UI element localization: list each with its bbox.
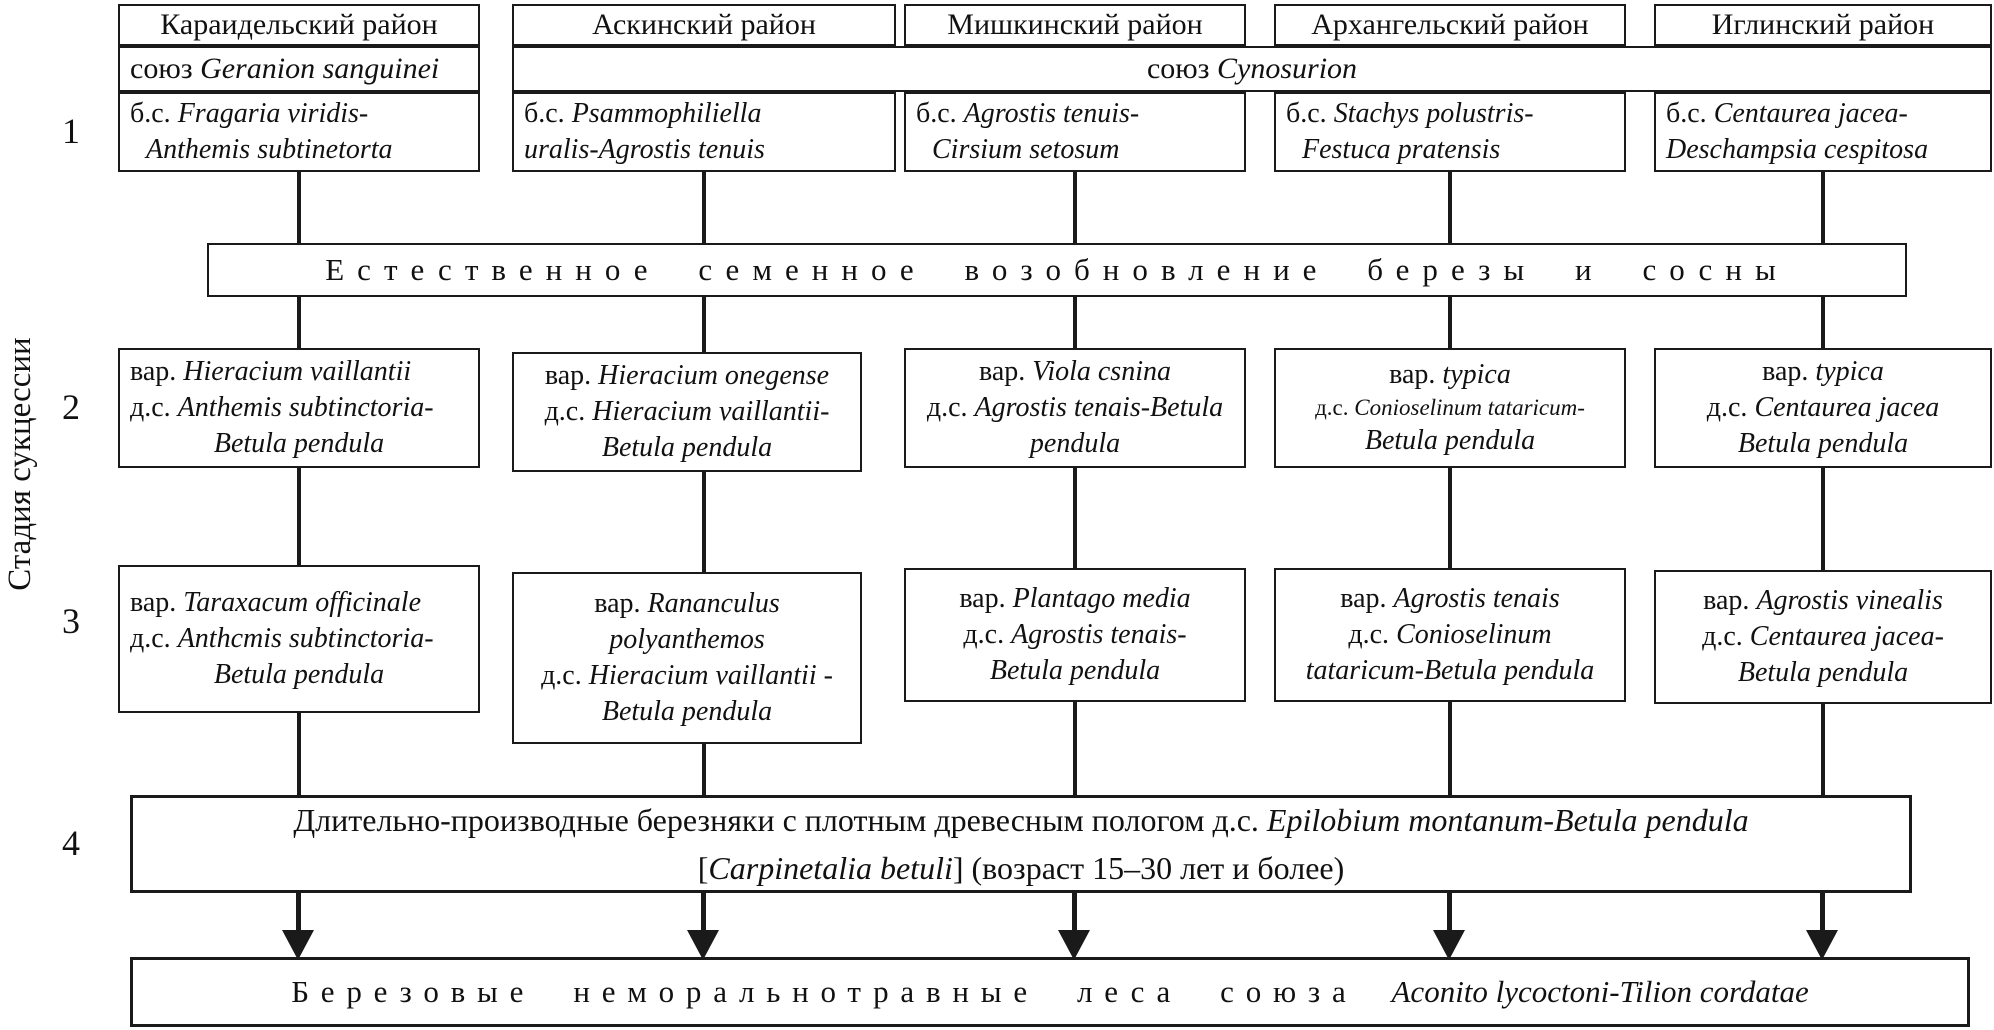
stage-number-2: 2: [62, 387, 80, 427]
stage1-box-5: б.с. Centaurea jacea- Deschampsia cespit…: [1654, 92, 1992, 172]
district-header-2: Аскинский район: [512, 4, 896, 46]
stage-number-1: 1: [62, 111, 80, 151]
stage1-box-1: б.с. Fragaria viridis- Anthemis subtinet…: [118, 92, 480, 172]
arrow-down-icon: [1058, 930, 1090, 960]
district-header-5: Иглинский район: [1654, 4, 1992, 46]
connector-line-1: [297, 150, 301, 800]
stage2-box-4: вар. typica д.с. Conioselinum tataricum-…: [1274, 348, 1626, 468]
succession-axis-label: Стадия сукцессии: [2, 337, 38, 591]
stage3-box-3: вар. Plantago media д.с. Agrostis tenais…: [904, 568, 1246, 702]
district-header-1: Караидельский район: [118, 4, 480, 46]
stage2-box-3: вар. Viola csnina д.с. Agrostis tenais-B…: [904, 348, 1246, 468]
arrow-stem-2: [701, 893, 706, 933]
union-box-geranion: союз Geranion sanguinei: [118, 46, 480, 92]
stage1-box-3: б.с. Agrostis tenuis- Cirsium setosum: [904, 92, 1246, 172]
arrow-down-icon: [1433, 930, 1465, 960]
stage1-box-4: б.с. Stachys polustris- Festuca pratensi…: [1274, 92, 1626, 172]
stage2-box-5: вар. typica д.с. Centaurea jacea Betula …: [1654, 348, 1992, 468]
connector-line-5: [1821, 150, 1825, 800]
arrow-down-icon: [1806, 930, 1838, 960]
stage1-box-2: б.с. Psammophiliella uralis-Agrostis ten…: [512, 92, 896, 172]
stage4-box: Длительно-производные березняки с плотны…: [130, 795, 1912, 893]
stage-number-3: 3: [62, 601, 80, 641]
banner-natural-regeneration: Естественное семенное возобновление бере…: [207, 243, 1907, 297]
stage3-box-2: вар. Rananculus polyanthemos д.с. Hierac…: [512, 572, 862, 744]
arrow-stem-1: [296, 893, 301, 933]
connector-line-3: [1073, 150, 1077, 800]
stage2-box-2: вар. Hieracium onegense д.с. Hieracium v…: [512, 352, 862, 472]
arrow-down-icon: [687, 930, 719, 960]
district-header-3: Мишкинский район: [904, 4, 1246, 46]
connector-line-4: [1448, 150, 1452, 800]
arrow-stem-5: [1820, 893, 1825, 933]
district-header-4: Архангельский район: [1274, 4, 1626, 46]
connector-line-2: [702, 150, 706, 800]
stage3-box-4: вар. Agrostis tenais д.с. Conioselinum t…: [1274, 568, 1626, 702]
stage3-box-1: вар. Taraxacum officinale д.с. Anthcmis …: [118, 565, 480, 713]
arrow-stem-4: [1447, 893, 1452, 933]
union-box-cynosurion: союз Cynosurion: [512, 46, 1992, 92]
stage3-box-5: вар. Agrostis vinealis д.с. Centaurea ja…: [1654, 570, 1992, 704]
stage2-box-1: вар. Hieracium vaillantii д.с. Anthemis …: [118, 348, 480, 468]
arrow-down-icon: [282, 930, 314, 960]
arrow-stem-3: [1072, 893, 1077, 933]
final-box-birch-forests: Березовые неморальнотравные леса союза A…: [130, 957, 1970, 1027]
stage-number-4: 4: [62, 823, 80, 863]
